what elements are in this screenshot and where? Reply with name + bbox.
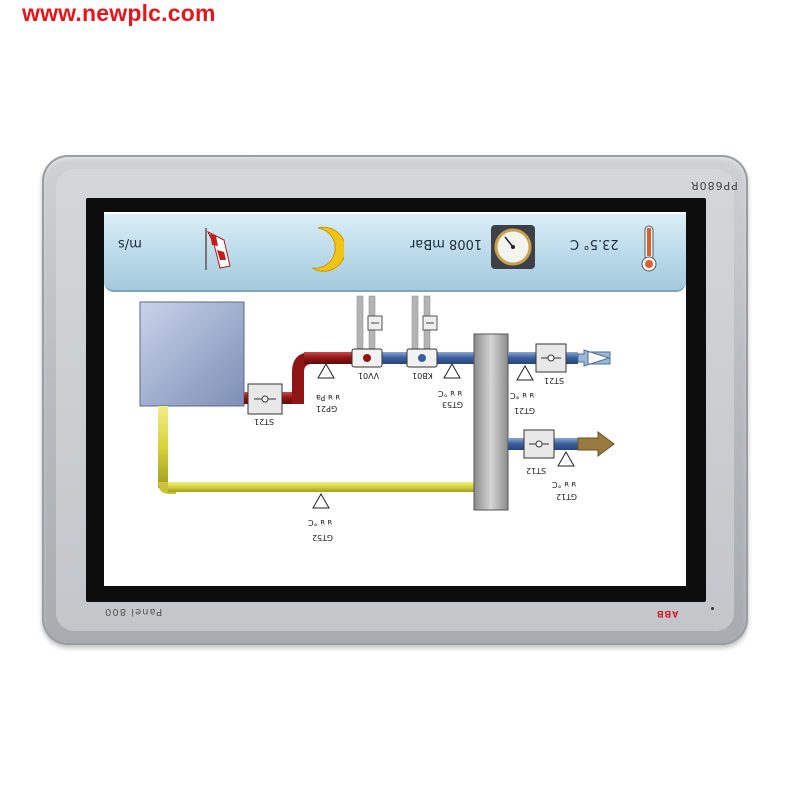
tag-kb01: KB01 — [412, 371, 433, 380]
sensor-st21-right — [535, 343, 567, 373]
valve-stem-kb01 — [411, 295, 419, 355]
model-label: PP680R — [690, 179, 738, 192]
tag-gp21-value: ᴚ ᴚ Pa — [316, 393, 341, 402]
sensor-st21-left — [247, 383, 283, 415]
heat-exchanger — [473, 333, 509, 511]
sensor-gt12 — [557, 450, 575, 467]
return-pipe — [168, 482, 474, 492]
status-header: m/s 1008 mBar 23.5° C — [104, 214, 686, 292]
tag-gt21-value: ᴚ ᴚ °C — [510, 391, 535, 400]
valve-stem-vv01 — [356, 295, 364, 355]
panel-label: Panel 800 — [104, 606, 163, 617]
tag-gt53-value: ᴚ ᴚ °C — [438, 389, 463, 398]
windsock-icon[interactable] — [200, 226, 236, 272]
tag-st12: ST12 — [526, 466, 547, 475]
sensor-gp21 — [317, 362, 335, 379]
tag-gp21: GP21 — [316, 404, 338, 413]
sensor-gt52 — [312, 492, 330, 509]
tag-gt52-value: ᴚ ᴚ °C — [308, 518, 333, 527]
barometer-icon[interactable] — [490, 224, 536, 270]
sensor-gt21 — [516, 364, 534, 381]
sensor-gt53 — [443, 362, 461, 379]
tag-gt12-value: ᴚ ᴚ °C — [552, 480, 577, 489]
tag-gt12: GT12 — [556, 492, 577, 501]
process-diagram — [139, 295, 615, 511]
power-led — [711, 607, 714, 610]
tag-st21-right: ST21 — [544, 376, 565, 385]
tag-gt52: GT52 — [312, 533, 333, 542]
tag-st21-left: ST21 — [254, 417, 275, 426]
moon-icon[interactable] — [304, 224, 344, 274]
arrow-in-icon — [577, 349, 611, 367]
arrow-out-icon — [577, 431, 615, 457]
abb-logo: ABB — [656, 609, 679, 619]
boiler-tank — [139, 301, 245, 407]
hmi-screen[interactable]: m/s 1008 mBar 23.5° C — [104, 212, 686, 586]
watermark: www.newplc.com — [22, 0, 216, 26]
supply-pipe — [304, 352, 354, 364]
tag-vv01: VV01 — [358, 371, 380, 380]
tag-gt21: GT21 — [514, 406, 535, 415]
sensor-st12 — [523, 429, 555, 459]
thermometer-icon[interactable] — [638, 224, 660, 274]
tag-gt53: GT53 — [442, 400, 463, 409]
